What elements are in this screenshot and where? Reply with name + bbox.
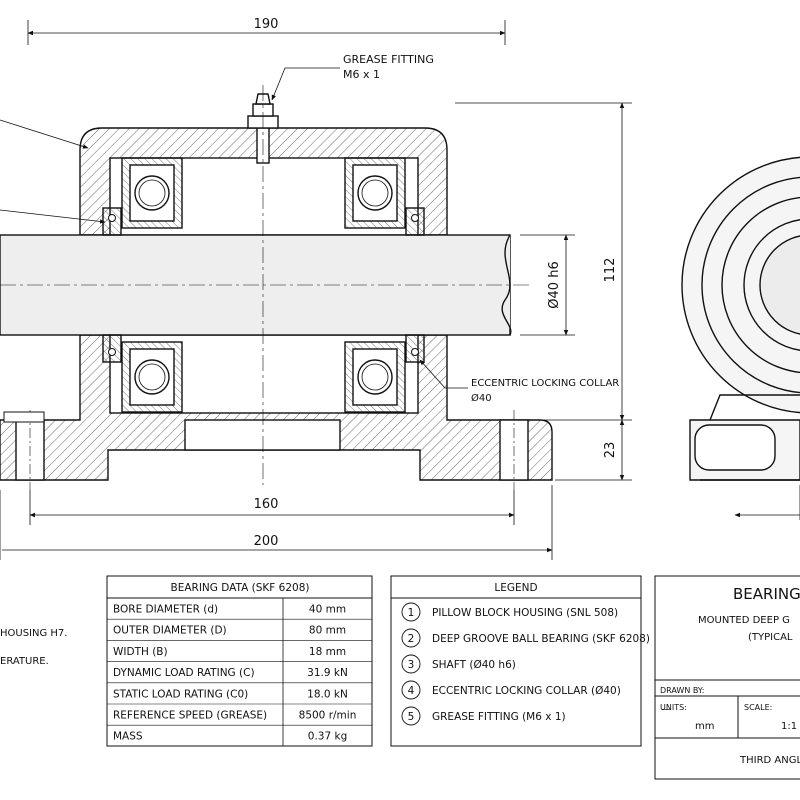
scale-label: SCALE:	[744, 703, 772, 712]
front-section-view	[0, 85, 553, 490]
units-value: mm	[695, 721, 714, 732]
bearing-table-rows: BORE DIAMETER (d) 40 mm OUTER DIAMETER (D)…	[107, 604, 372, 743]
legend-number: 4	[408, 685, 415, 697]
legend-number: 5	[408, 711, 415, 723]
base-recess	[184, 419, 341, 451]
legend-number: 3	[408, 659, 415, 671]
table-row-label: WIDTH (B)	[113, 646, 168, 658]
legend-number: 1	[408, 607, 415, 619]
bearing-data-table: BEARING DATA (SKF 6208) BORE DIAMETER (d…	[106, 575, 373, 747]
legend-text: PILLOW BLOCK HOUSING (SNL 508)	[432, 607, 618, 619]
legend-text: ECCENTRIC LOCKING COLLAR (Ø40)	[432, 685, 621, 697]
legend-text: SHAFT (Ø40 h6)	[432, 659, 516, 671]
legend-items: 1 PILLOW BLOCK HOUSING (SNL 508) 2 DEEP GRO…	[401, 602, 650, 726]
drawn-by-label: DRAWN BY:	[660, 686, 704, 695]
table-row-label: MASS	[113, 731, 143, 743]
shaft-break	[501, 234, 512, 336]
scale-value: 1:1	[781, 721, 797, 732]
side-view	[681, 156, 800, 481]
bearing-table-title: BEARING DATA (SKF 6208)	[171, 582, 310, 594]
title-block-title: BEARING	[733, 585, 800, 603]
dimension-labels: 190 112 23 Ø40 h6 160 200	[254, 17, 618, 549]
collar-size: Ø40	[471, 392, 492, 404]
table-row-value: 18.0 kN	[307, 688, 348, 700]
legend-title: LEGEND	[494, 582, 537, 594]
bolt-head-left	[3, 411, 45, 423]
table-row-value: 31.9 kN	[307, 667, 348, 679]
dimension-lines	[0, 20, 800, 560]
title-block-subtitle-2: (TYPICAL	[748, 632, 793, 643]
note-line-1: HOUSING H7.	[0, 628, 67, 639]
legend-balloon	[401, 654, 421, 674]
table-row-value: 8500 r/min	[299, 710, 357, 722]
table-row-value: 40 mm	[309, 604, 346, 616]
title-block-subtitle-1: MOUNTED DEEP G	[698, 615, 790, 626]
dim-base-height: 23	[603, 442, 618, 459]
grease-fitting-label: GREASE FITTING	[343, 53, 434, 66]
legend-balloon	[401, 628, 421, 648]
dim-base-length: 200	[254, 534, 279, 549]
projection-label: THIRD ANGLE	[739, 755, 800, 766]
bearing-left-lower	[121, 341, 183, 413]
table-row-label: BORE DIAMETER (d)	[113, 604, 218, 616]
dim-height-total: 112	[603, 258, 618, 283]
legend-text: DEEP GROOVE BALL BEARING (SKF 6208)	[432, 633, 650, 645]
table-row-label: OUTER DIAMETER (D)	[113, 625, 227, 637]
table-row-value: 0.37 kg	[308, 731, 347, 743]
table-row-value: 80 mm	[309, 625, 346, 637]
bearing-right-upper	[344, 157, 406, 229]
legend-balloon	[401, 602, 421, 622]
table-row-label: DYNAMIC LOAD RATING (C)	[113, 667, 255, 679]
table-row-label: REFERENCE SPEED (GREASE)	[113, 710, 267, 722]
legend-number: 2	[408, 633, 415, 645]
bearing-left-upper	[121, 157, 183, 229]
leaders	[0, 67, 468, 389]
title-block	[654, 575, 800, 780]
drawn-by-value: —	[661, 704, 671, 715]
dim-bolt-spacing: 160	[254, 497, 279, 512]
collar-label: ECCENTRIC LOCKING COLLAR	[471, 378, 619, 389]
note-line-2: ERATURE.	[0, 656, 49, 667]
units-label: UNITS:	[660, 703, 687, 712]
table-row-label: STATIC LOAD RATING (C0)	[113, 688, 248, 700]
grease-fitting-size: M6 x 1	[343, 68, 380, 81]
legend-balloon	[401, 706, 421, 726]
table-row-value: 18 mm	[309, 646, 346, 658]
legend-balloon	[401, 680, 421, 700]
bearing-right-lower	[344, 341, 406, 413]
legend-box: LEGEND 1 PILLOW BLOCK HOUSING (SNL 508) 2 D…	[390, 575, 650, 747]
legend-text: GREASE FITTING (M6 x 1)	[432, 711, 566, 723]
dim-overall-top: 190	[254, 17, 279, 32]
dim-shaft-dia: Ø40 h6	[547, 261, 562, 308]
